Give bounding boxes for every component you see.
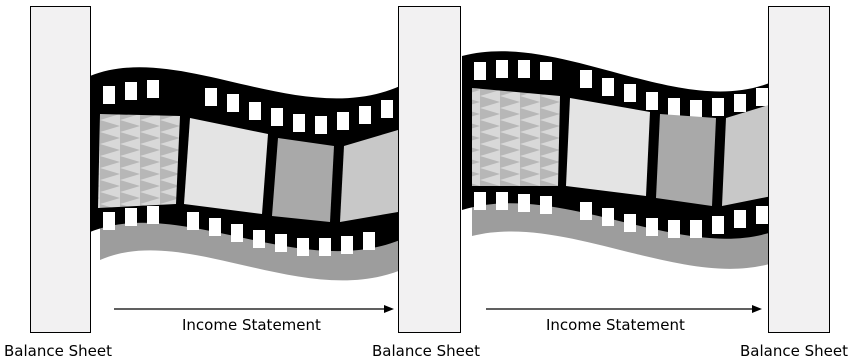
- income-statement-label-2: Income Statement: [546, 316, 685, 334]
- income-statement-arrow-2: [486, 305, 762, 313]
- balance-sheet-label-2: Balance Sheet: [372, 342, 480, 360]
- balance-sheet-panel-2: [399, 7, 461, 333]
- film-strip-icon: [90, 67, 406, 280]
- balance-sheet-panel-1: [31, 7, 91, 333]
- balance-sheet-label-1: Balance Sheet: [4, 342, 112, 360]
- income-statement-arrow-1: [114, 305, 394, 313]
- film-strip-icon: [462, 51, 776, 269]
- balance-sheet-label-3: Balance Sheet: [740, 342, 848, 360]
- income-statement-label-1: Income Statement: [182, 316, 321, 334]
- balance-sheet-panel-3: [769, 7, 830, 333]
